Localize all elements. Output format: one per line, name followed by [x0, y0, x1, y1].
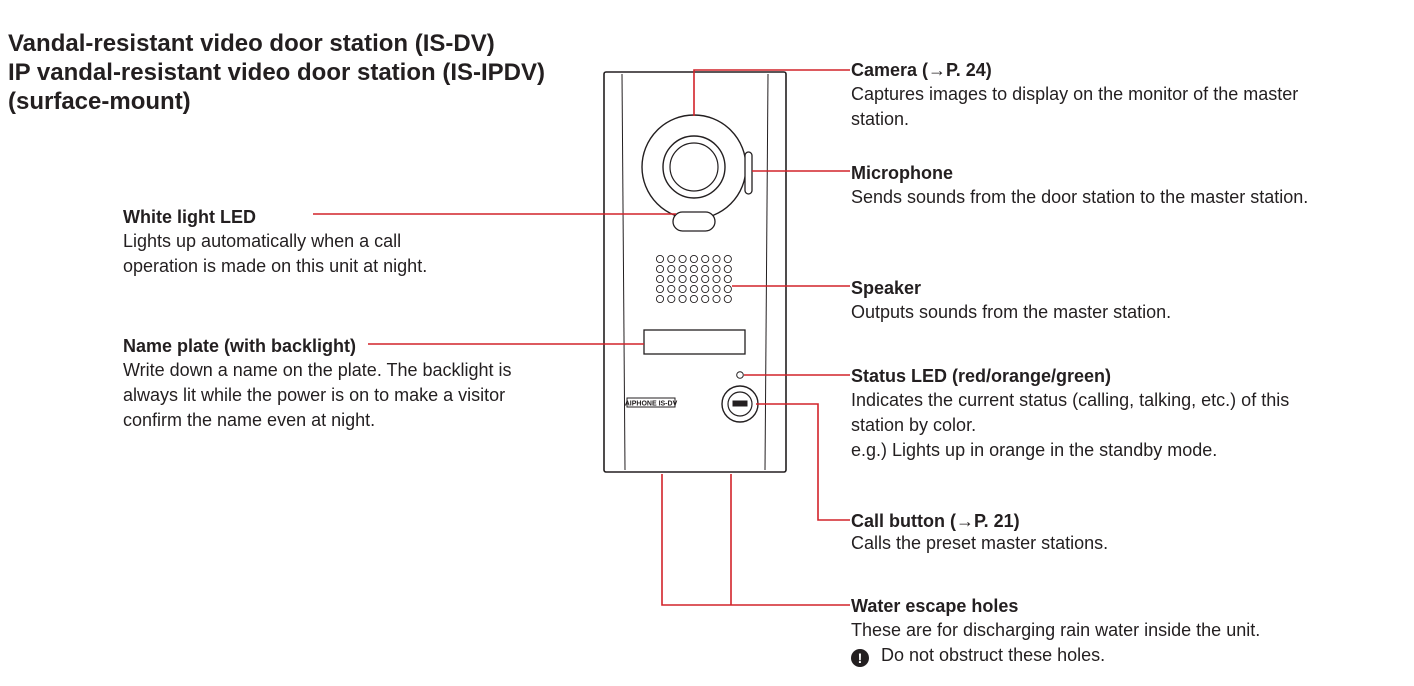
camera-desc-line: station. [851, 109, 910, 129]
name-plate-desc-line: always lit while the power is on to make… [123, 385, 506, 405]
microphone-desc: Sends sounds from the door station to th… [851, 185, 1308, 210]
status-led-desc-line: e.g.) Lights up in orange in the standby… [851, 440, 1218, 460]
status-led-desc-line: Indicates the current status (calling, t… [851, 390, 1290, 410]
speaker-hole [723, 274, 732, 284]
brand-plate: AIPHONE IS-DV [625, 397, 678, 408]
speaker-hole [689, 294, 698, 304]
speaker-hole [689, 264, 698, 274]
name-plate-heading: Name plate (with backlight) [123, 336, 357, 356]
title-line-1: Vandal-resistant video door station (IS-… [8, 30, 495, 57]
water-holes-desc-line: These are for discharging rain water ins… [851, 620, 1261, 640]
speaker-hole [678, 264, 687, 274]
callout-name-plate: Name plate (with backlight) Write down a… [123, 334, 512, 433]
title-line-2: IP vandal-resistant video door station (… [8, 59, 545, 86]
speaker-hole [712, 284, 721, 294]
speaker-desc-line: Outputs sounds from the master station. [851, 302, 1172, 322]
white-led-desc-line: operation is made on this unit at night. [123, 256, 428, 276]
speaker-hole [667, 274, 676, 284]
speaker-hole [689, 254, 698, 264]
water-holes-heading: Water escape holes [851, 596, 1019, 616]
status-led-desc-line: station by color. [851, 415, 977, 435]
speaker-hole [655, 284, 665, 294]
microphone-icon [744, 151, 753, 195]
white-led-icon [672, 211, 716, 232]
speaker-hole [701, 254, 710, 264]
call-button-desc-line: Calls the preset master stations. [851, 533, 1109, 553]
speaker-desc: Outputs sounds from the master station. [851, 300, 1171, 325]
speaker-hole [723, 294, 732, 304]
callout-call-button: Call button (→P. 21) Calls the preset ma… [851, 509, 1108, 553]
speaker-hole [678, 284, 687, 294]
speaker-hole [678, 274, 687, 284]
speaker-hole [723, 254, 732, 264]
speaker-hole [712, 294, 721, 304]
page-title: Vandal-resistant video door station (IS-… [8, 29, 545, 116]
white-led-heading: White light LED [123, 207, 256, 227]
speaker-hole [712, 254, 721, 264]
speaker-hole [701, 294, 710, 304]
status-led-desc: Indicates the current status (calling, t… [851, 388, 1289, 463]
speaker-hole [701, 284, 710, 294]
speaker-hole [667, 254, 676, 264]
title-line-3: (surface-mount) [8, 88, 191, 115]
camera-heading: Camera (→P. 24) [851, 60, 992, 80]
leader-call-button [756, 403, 850, 521]
speaker-hole [723, 284, 732, 294]
camera-desc-line: Captures images to display on the monito… [851, 84, 1299, 104]
speaker-hole [678, 254, 687, 264]
call-button-desc: Calls the preset master stations. [851, 533, 1108, 553]
speaker-hole [655, 254, 665, 264]
callout-microphone: Microphone Sends sounds from the door st… [851, 161, 1308, 210]
callout-camera: Camera (→P. 24) Captures images to displ… [851, 58, 1298, 132]
microphone-heading: Microphone [851, 163, 953, 183]
name-plate-desc-line: confirm the name even at night. [123, 410, 376, 430]
leader-lines [313, 69, 850, 606]
name-plate-desc: Write down a name on the plate. The back… [123, 358, 512, 433]
name-plate-desc-line: Write down a name on the plate. The back… [123, 360, 512, 380]
callout-status-led: Status LED (red/orange/green) Indicates … [851, 364, 1289, 463]
speaker-hole [712, 264, 721, 274]
speaker-hole [655, 294, 665, 304]
speaker-hole [689, 284, 698, 294]
call-button-heading: Call button (→P. 21) [851, 511, 1020, 531]
warning-icon: ! [851, 649, 869, 667]
speaker-hole [667, 264, 676, 274]
speaker-hole [678, 294, 687, 304]
speaker-grille-icon [655, 254, 732, 304]
brand-plate-text: AIPHONE IS-DV [625, 401, 678, 408]
speaker-hole [723, 264, 732, 274]
speaker-hole [655, 274, 665, 284]
speaker-hole [712, 274, 721, 284]
microphone-desc-line: Sends sounds from the door station to th… [851, 187, 1309, 207]
callout-speaker: Speaker Outputs sounds from the master s… [851, 276, 1171, 325]
water-holes-warning: ! Do not obstruct these holes. [851, 643, 1260, 668]
white-led-desc-line: Lights up automatically when a call [123, 231, 402, 251]
speaker-hole [667, 284, 676, 294]
camera-desc: Captures images to display on the monito… [851, 82, 1298, 132]
speaker-hole [689, 274, 698, 284]
speaker-hole [667, 294, 676, 304]
speaker-hole [655, 264, 665, 274]
water-holes-desc: These are for discharging rain water ins… [851, 618, 1260, 668]
status-led-icon [736, 371, 744, 379]
white-led-desc: Lights up automatically when a call oper… [123, 229, 427, 279]
water-holes-warning-text: Do not obstruct these holes. [881, 645, 1106, 665]
leader-water-holes [661, 474, 850, 606]
speaker-heading: Speaker [851, 278, 922, 298]
callout-white-light-led: White light LED Lights up automatically … [123, 205, 427, 279]
leader-camera [693, 69, 850, 116]
speaker-hole [701, 264, 710, 274]
status-led-heading: Status LED (red/orange/green) [851, 366, 1112, 386]
callout-water-escape-holes: Water escape holes These are for dischar… [851, 594, 1260, 668]
name-plate-icon [643, 329, 746, 355]
speaker-hole [701, 274, 710, 284]
